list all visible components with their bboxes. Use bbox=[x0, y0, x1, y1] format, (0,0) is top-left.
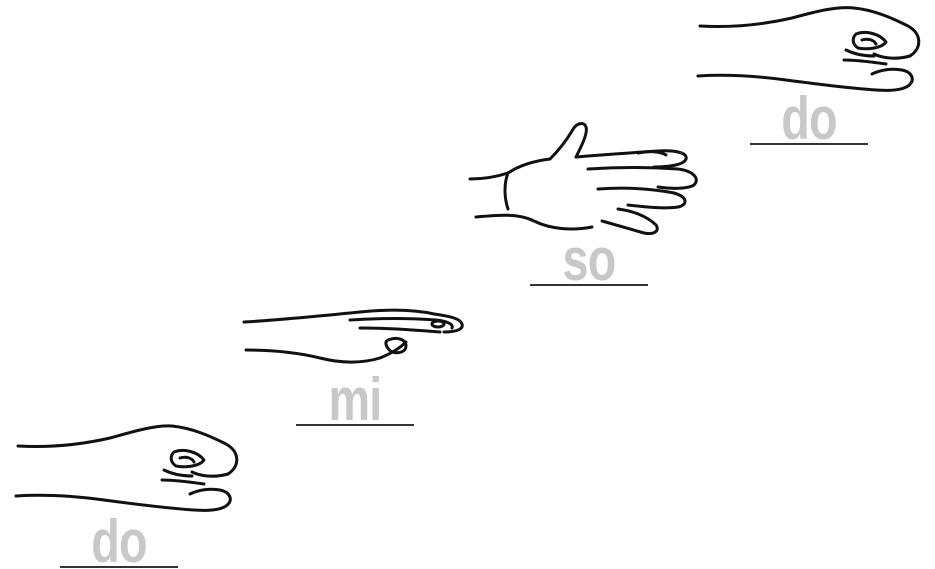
step-do-low: do bbox=[60, 516, 178, 568]
fist-hand-icon bbox=[14, 422, 244, 522]
step-so: so bbox=[530, 234, 648, 286]
step-mi: mi bbox=[296, 374, 414, 426]
syllable-label: mi bbox=[309, 374, 401, 426]
syllable-label: do bbox=[763, 93, 855, 145]
step-do-high: do bbox=[750, 93, 868, 145]
syllable-label: do bbox=[73, 516, 165, 568]
syllable-label: so bbox=[543, 234, 635, 286]
